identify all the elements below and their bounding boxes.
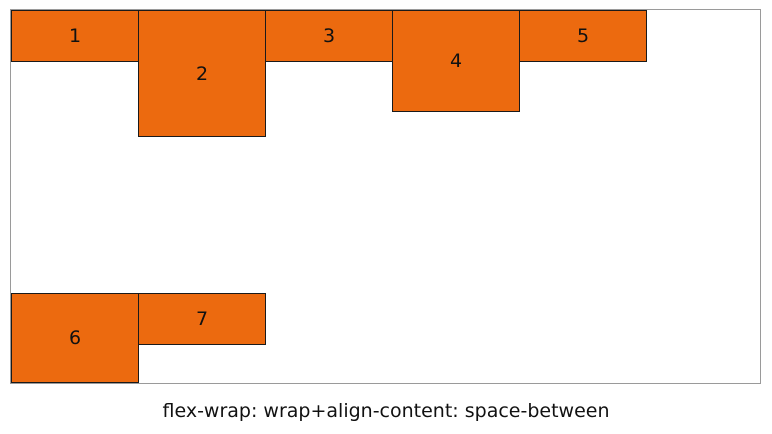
flex-item-1: 1: [11, 10, 139, 62]
flex-item-2: 2: [138, 10, 266, 137]
flex-container: 1 2 3 4 5 6 7: [10, 9, 761, 384]
flex-item-label: 3: [322, 25, 336, 47]
flex-item-5: 5: [519, 10, 647, 62]
flex-item-7: 7: [138, 293, 266, 345]
flex-item-3: 3: [265, 10, 393, 62]
flex-item-label: 5: [576, 25, 590, 47]
flex-item-6: 6: [11, 293, 139, 383]
flex-item-label: 6: [68, 327, 82, 349]
flex-item-label: 2: [195, 62, 209, 85]
flex-item-label: 4: [449, 50, 463, 72]
flex-item-4: 4: [392, 10, 520, 112]
flex-item-label: 7: [195, 308, 209, 330]
flex-item-label: 1: [68, 25, 82, 47]
demo-caption: flex-wrap: wrap+align-content: space-bet…: [162, 400, 610, 422]
